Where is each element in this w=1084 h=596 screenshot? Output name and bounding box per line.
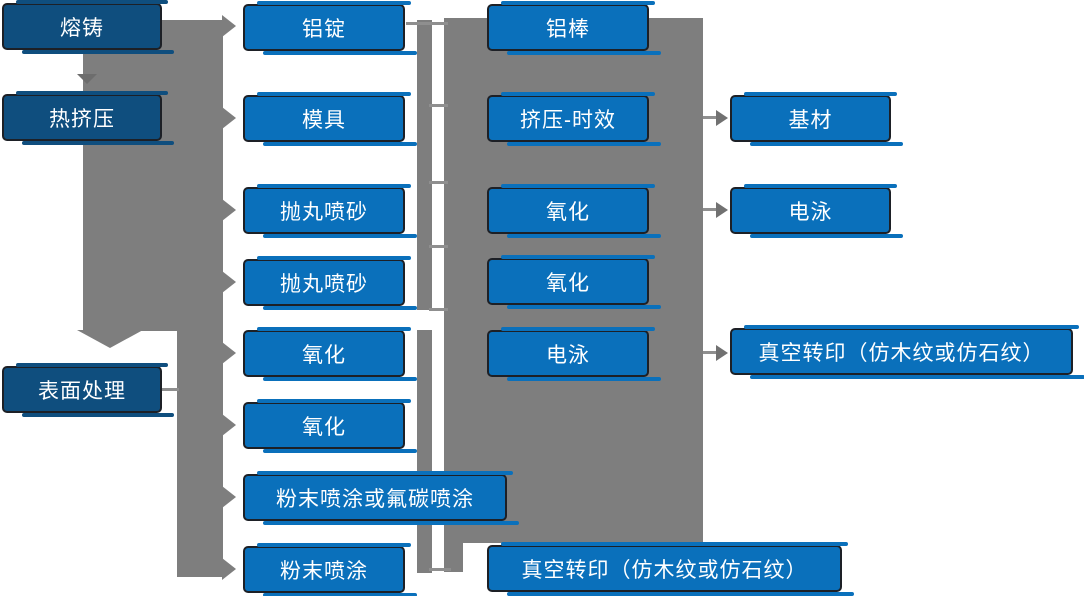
node-extrusion-aging: 挤压-时效 [487,92,661,146]
node-label: 真空转印（仿木纹或仿石纹） [521,558,808,582]
node-powder-or-fluorocarbon-coating: 粉末喷涂或氟碳喷涂 [243,471,519,525]
connector-bar-surface-treatment [177,331,223,577]
arrow-melt-to-extrusion [77,74,97,84]
node-label: 铝锭 [302,17,346,41]
node-oxidation-b: 氧化 [487,255,661,309]
node-shot-blasting-2: 抛丸喷砂 [243,256,417,310]
tie-line [429,308,448,311]
node-label: 模具 [302,108,346,132]
arrow-to-shot-blasting-1 [222,199,236,221]
arrow-to-oxidation-1 [222,342,236,364]
tie-line [429,568,451,571]
node-label: 抛丸喷砂 [280,272,368,296]
link-electrophoresis-vacuum [703,351,718,354]
node-mold: 模具 [243,92,417,146]
tie-line [429,181,448,184]
arrow-to-shot-blasting-2 [222,271,236,293]
arrow-to-base-material [716,110,728,126]
node-vacuum-transfer-print-bottom: 真空转印（仿木纹或仿石纹） [487,542,854,596]
arrow-to-vacuum-transfer [716,345,728,361]
node-label: 抛丸喷砂 [280,200,368,224]
node-label: 粉末喷涂或氟碳喷涂 [276,487,474,511]
node-electrophoresis-mid: 电泳 [487,327,661,381]
tie-line [406,22,448,25]
link-oxidation-electrophoresis [703,208,718,211]
node-label: 真空转印（仿木纹或仿石纹） [758,341,1045,365]
node-label: 基材 [788,108,833,132]
tie-line [429,104,448,107]
node-hot-extrusion: 热挤压 [2,91,174,145]
node-label: 表面处理 [38,379,126,403]
connector-bar-mid-lower [417,330,432,573]
arrow-to-mold [222,107,236,129]
arrow-to-powder-coating [222,558,236,580]
node-oxidation-a: 氧化 [487,184,661,238]
node-label: 挤压-时效 [520,108,616,132]
node-shot-blasting-1: 抛丸喷砂 [243,184,417,238]
node-aluminum-ingot: 铝锭 [243,1,417,55]
node-label: 电泳 [788,200,833,224]
tie-line [429,245,448,248]
tie-line-surface-treatment [160,388,179,391]
node-melt-casting: 熔铸 [2,0,174,54]
arrow-to-electrophoresis [716,202,728,218]
node-label: 氧化 [546,200,590,224]
connector-bar-mid-upper [417,20,432,310]
node-aluminum-rod: 铝棒 [487,1,661,55]
node-label: 铝棒 [546,17,590,41]
node-vacuum-transfer-print-right: 真空转印（仿木纹或仿石纹） [730,325,1084,379]
background-block-leg [444,543,463,572]
arrow-to-surface-treatment [77,330,143,348]
arrow-to-oxidation-2 [222,414,236,436]
node-electrophoresis-right: 电泳 [730,184,903,238]
node-label: 氧化 [302,415,346,439]
connector-bar-hot-extrusion [83,20,223,331]
node-label: 氧化 [302,343,346,367]
link-extrusion-aging-base [703,116,718,119]
node-label: 熔铸 [60,16,104,40]
node-oxidation-2: 氧化 [243,399,417,453]
node-label: 氧化 [546,271,590,295]
node-label: 电泳 [546,343,590,367]
node-label: 粉末喷涂 [280,559,368,583]
node-surface-treatment: 表面处理 [2,363,174,417]
node-base-material: 基材 [730,92,903,146]
node-label: 热挤压 [49,107,115,131]
arrow-to-powder-fluorocarbon [222,486,236,508]
node-powder-coating: 粉末喷涂 [243,543,417,596]
node-oxidation-1: 氧化 [243,327,417,381]
arrow-to-aluminum-ingot [222,15,236,37]
